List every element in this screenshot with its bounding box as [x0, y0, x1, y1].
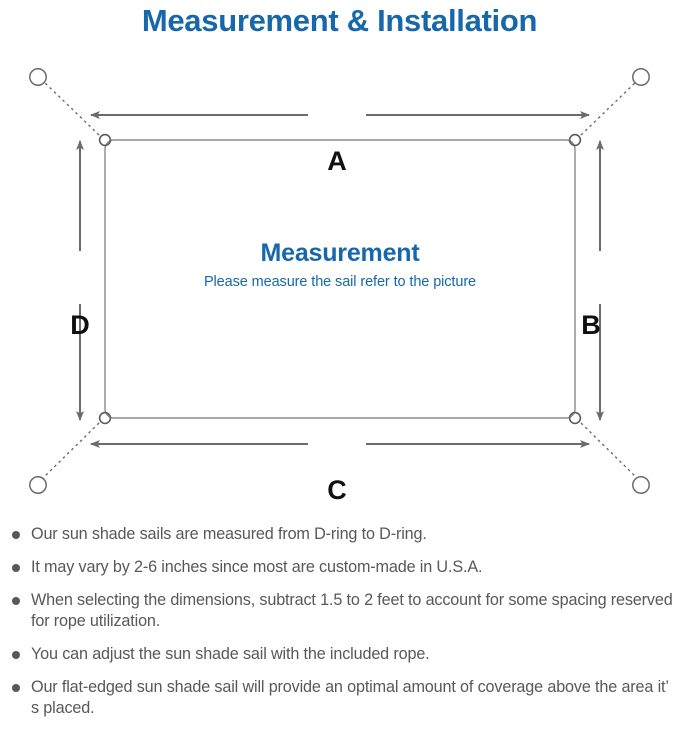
- bullet-icon: [12, 564, 20, 572]
- bullet-icon: [12, 651, 20, 659]
- dimension-label-a: A: [327, 146, 347, 176]
- d-ring-bottom-right: [568, 411, 582, 425]
- d-ring-top-right: [568, 133, 582, 147]
- list-item: You can adjust the sun shade sail with t…: [0, 644, 679, 665]
- list-item-text: Our flat-edged sun shade sail will provi…: [31, 678, 669, 717]
- dimension-label-b: B: [581, 310, 601, 340]
- anchor-point-bottom-left: [29, 476, 47, 494]
- measurement-diagram: Measurement Please measure the sail refe…: [0, 48, 679, 518]
- list-item: It may vary by 2-6 inches since most are…: [0, 557, 679, 578]
- d-ring-bottom-left: [98, 411, 112, 425]
- list-item: When selecting the dimensions, subtract …: [0, 590, 679, 632]
- rope-line-top-right: [580, 80, 638, 136]
- anchor-point-top-left: [29, 68, 47, 86]
- rope-line-bottom-right: [580, 422, 638, 479]
- list-item-text: Our sun shade sails are measured from D-…: [31, 525, 427, 543]
- anchor-point-top-right: [632, 68, 650, 86]
- rope-line-bottom-left: [42, 422, 100, 479]
- page-title: Measurement & Installation: [141, 3, 538, 38]
- notes-list: Our sun shade sails are measured from D-…: [0, 524, 679, 731]
- list-item-text: When selecting the dimensions, subtract …: [31, 591, 673, 630]
- list-item-text: You can adjust the sun shade sail with t…: [31, 645, 430, 663]
- d-ring-top-left: [98, 133, 112, 147]
- list-item: Our flat-edged sun shade sail will provi…: [0, 677, 679, 719]
- anchor-point-bottom-right: [632, 476, 650, 494]
- bullet-icon: [12, 684, 20, 692]
- sail-outline: [104, 139, 576, 419]
- list-item-text: It may vary by 2-6 inches since most are…: [31, 558, 483, 576]
- dimension-label-c: C: [327, 475, 347, 505]
- bullet-icon: [12, 597, 20, 605]
- list-item: Our sun shade sails are measured from D-…: [0, 524, 679, 545]
- diagram-svg: [29, 68, 650, 494]
- dimension-label-d: D: [70, 310, 90, 340]
- rope-line-top-left: [42, 80, 100, 136]
- bullet-icon: [12, 531, 20, 539]
